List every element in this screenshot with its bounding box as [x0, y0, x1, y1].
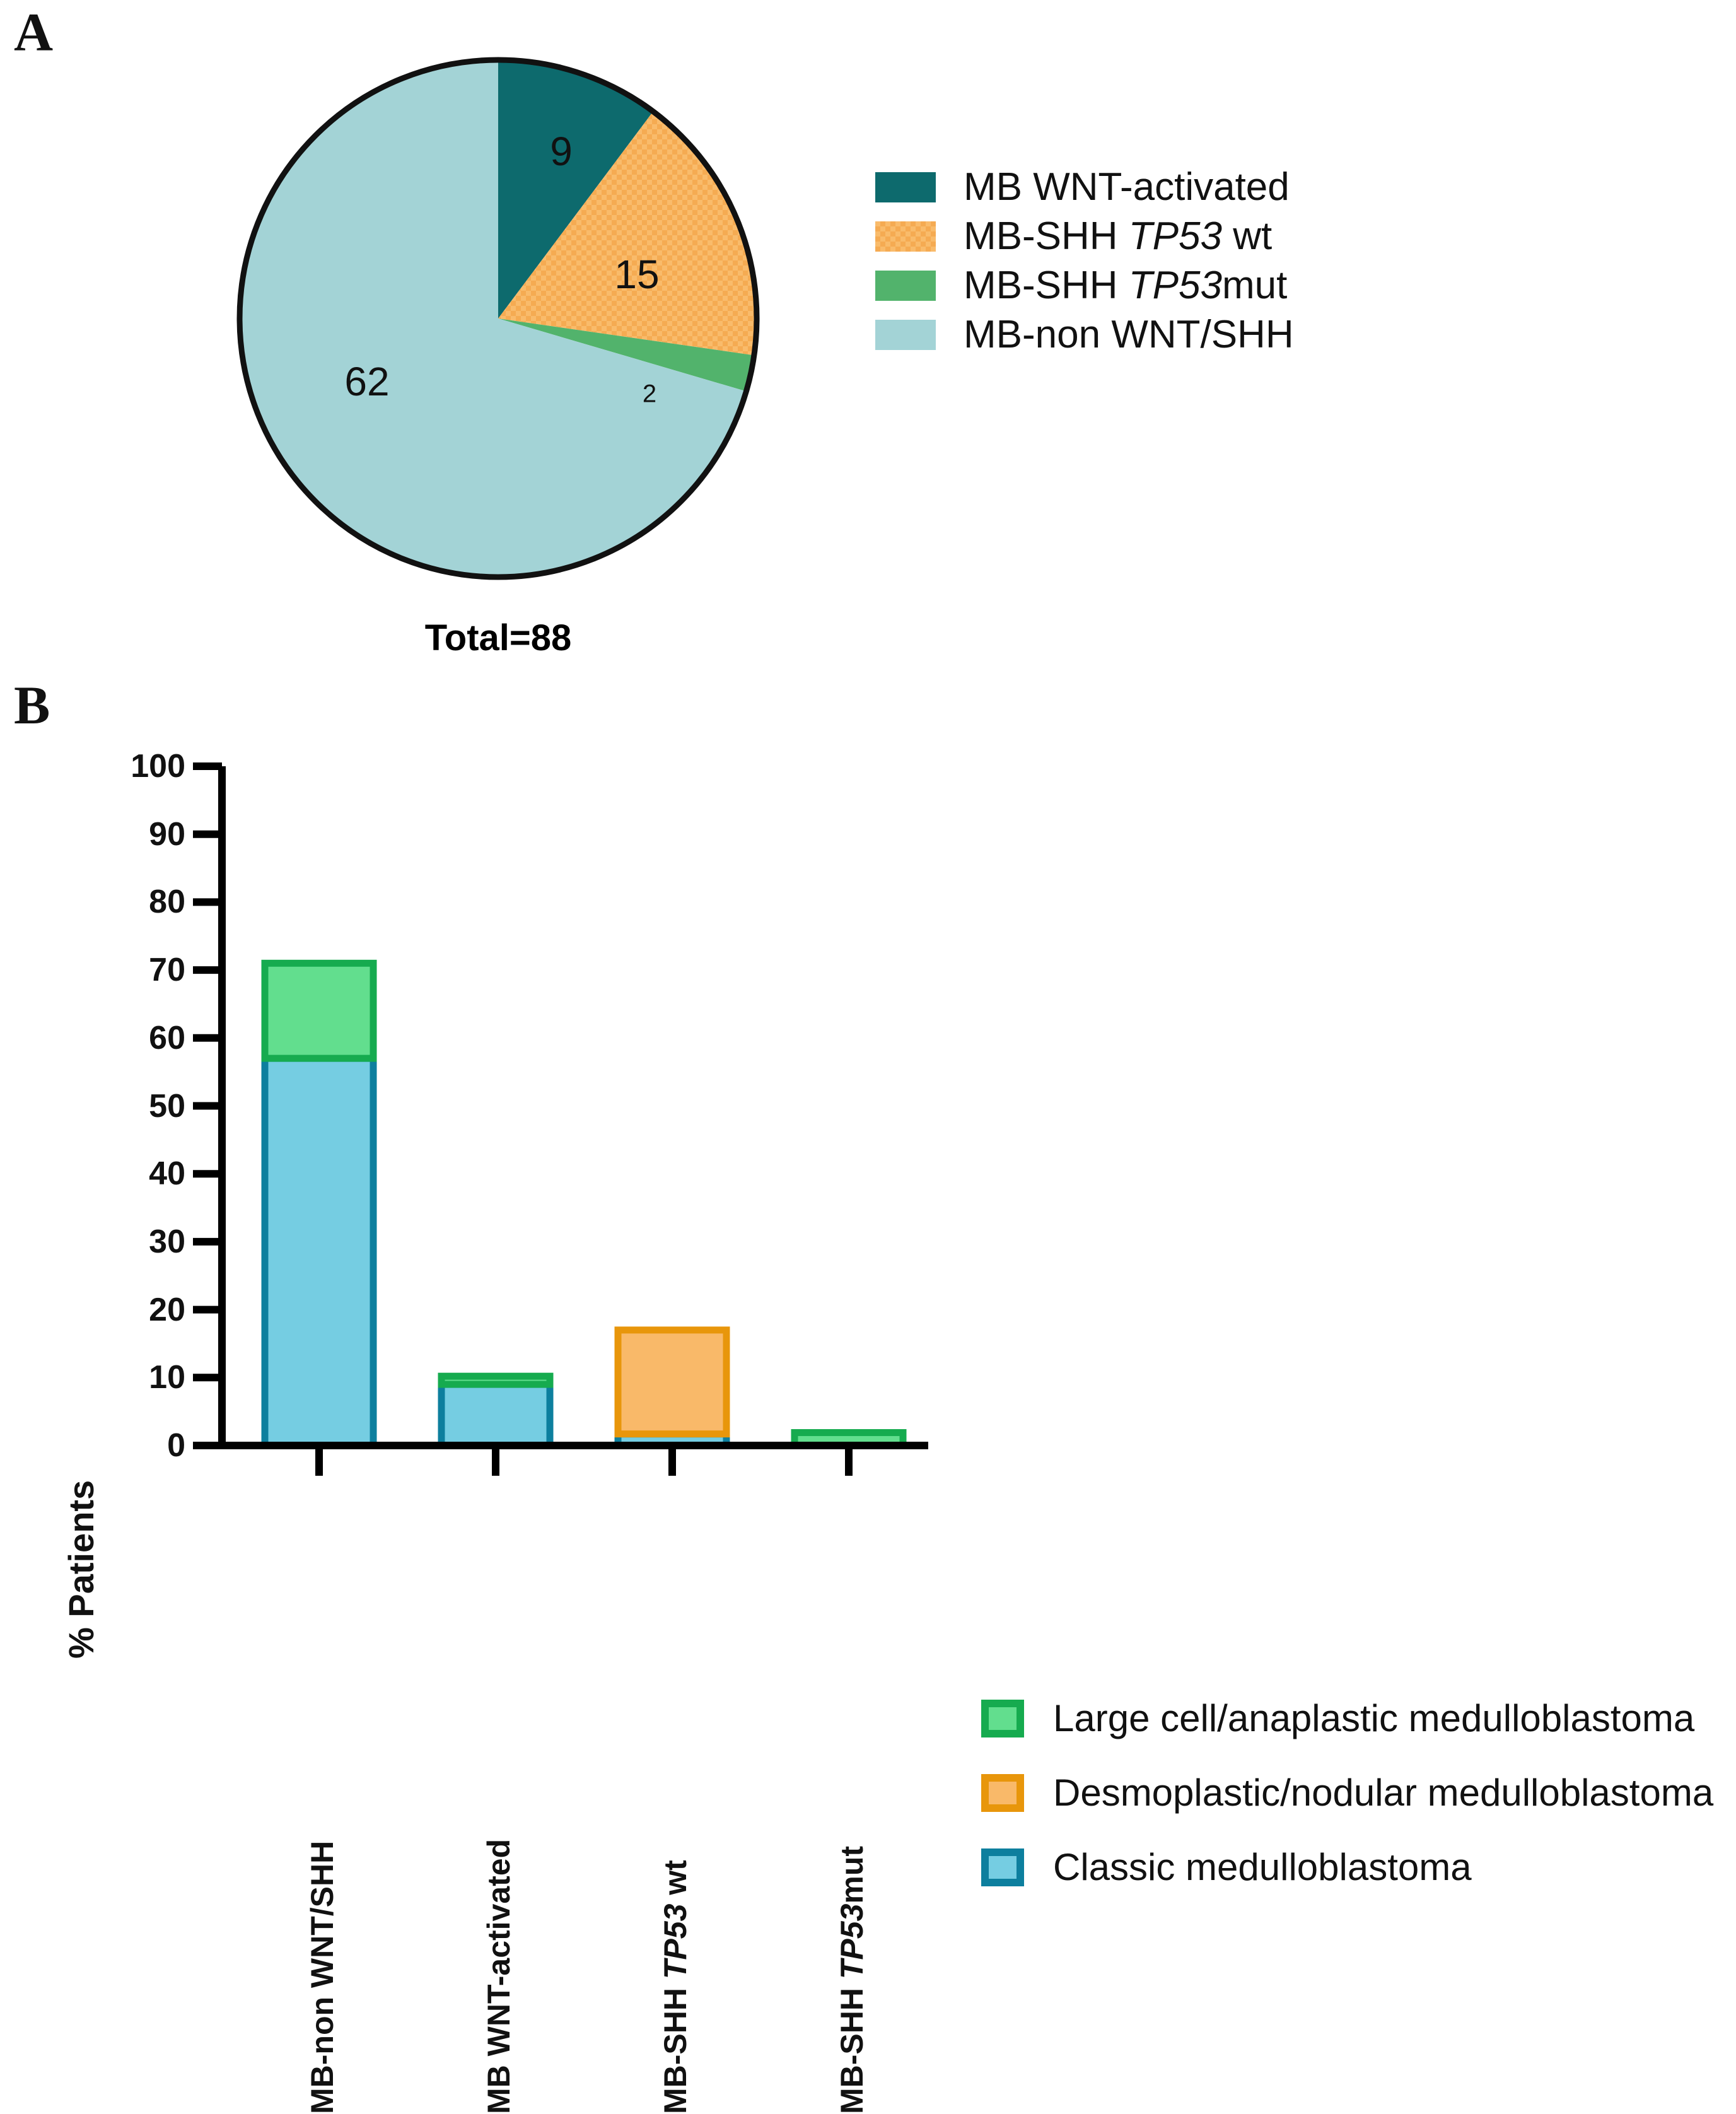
- y-axis-tick-label: 10: [149, 1359, 185, 1396]
- legend-label-classic: Classic medulloblastoma: [1053, 1846, 1472, 1888]
- y-axis-tick-label: 80: [149, 884, 185, 921]
- y-axis-tick-label: 20: [149, 1291, 185, 1328]
- pie-legend: MB WNT-activated MB-SHH TP53 wt MB-SHH T…: [875, 163, 1294, 359]
- legend-label-shh-tp53-mut: MB-SHH TP53mut: [964, 264, 1288, 307]
- y-axis-tick-label: 70: [149, 952, 185, 989]
- bar-chart: [0, 669, 984, 1782]
- legend-item-shh-tp53-mut[interactable]: MB-SHH TP53mut: [875, 261, 1294, 310]
- y-axis-tick-label: 30: [149, 1223, 185, 1260]
- x-axis-tick-label: MB-SHH TP53 wt: [658, 1860, 693, 2114]
- bar-segment[interactable]: [614, 1326, 730, 1438]
- bar-chart-svg: [193, 762, 928, 1476]
- pie-slice-label-non-wnt-shh: 62: [344, 359, 390, 404]
- panel-b: B 0 10 20 30 40 50 60 70 80 90 100 MB-non WNT/SHH M…: [0, 669, 1736, 2114]
- pie-slice-wnt-activated[interactable]: [498, 60, 653, 318]
- y-axis-tick-label: 50: [149, 1087, 185, 1124]
- y-axis-tick-label: 40: [149, 1155, 185, 1193]
- pie-slice-label-shh-wt: 15: [614, 252, 660, 297]
- legend-label-shh-tp53-wt: MB-SHH TP53 wt: [964, 214, 1273, 258]
- pie-slice-non-wnt-shh[interactable]: [240, 60, 747, 577]
- legend-item-shh-tp53-wt[interactable]: MB-SHH TP53 wt: [875, 212, 1294, 261]
- bar-segment[interactable]: [261, 959, 377, 1062]
- y-axis-tick-label: 60: [149, 1019, 185, 1056]
- legend-swatch-shh-tp53-wt: [875, 221, 936, 252]
- legend-swatch-classic: [981, 1848, 1024, 1886]
- pie-slice-shh-tp53-mut[interactable]: [498, 318, 754, 392]
- pie-slice-shh-tp53-wt[interactable]: [498, 111, 757, 356]
- pie-total-label: Total=88: [424, 617, 572, 658]
- y-axis-title: % Patients: [61, 1480, 101, 1659]
- legend-label-large-cell-anaplastic: Large cell/anaplastic medulloblastoma: [1053, 1697, 1695, 1739]
- legend-swatch-wnt-activated: [875, 172, 936, 202]
- x-axis-tick-label: MB-non WNT/SHH: [305, 1840, 340, 2114]
- y-axis-tick-label: 90: [149, 815, 185, 853]
- y-axis-tick-label: 100: [131, 748, 185, 785]
- legend-item-classic[interactable]: Classic medulloblastoma: [981, 1830, 1713, 1905]
- bar-segment[interactable]: [261, 1054, 377, 1449]
- pie-slice-label-shh-mut: 2: [642, 380, 657, 408]
- panel-a-label: A: [14, 2, 54, 62]
- bar-segment[interactable]: [438, 1372, 554, 1388]
- legend-swatch-shh-tp53-mut: [875, 271, 936, 301]
- bar-legend: Large cell/anaplastic medulloblastoma De…: [981, 1681, 1713, 1905]
- legend-swatch-large-cell-anaplastic: [981, 1700, 1024, 1737]
- legend-swatch-desmoplastic-nodular: [981, 1774, 1024, 1812]
- legend-item-desmoplastic-nodular[interactable]: Desmoplastic/nodular medulloblastoma: [981, 1756, 1713, 1830]
- x-axis-tick-label: MB-SHH TP53mut: [834, 1845, 870, 2114]
- panel-b-label: B: [14, 675, 50, 735]
- pie-slice-label-wnt: 9: [550, 129, 573, 174]
- x-axis-tick-label: MB WNT-activated: [481, 1838, 516, 2114]
- legend-label-non-wnt-shh: MB-non WNT/SHH: [964, 313, 1294, 356]
- legend-label-desmoplastic-nodular: Desmoplastic/nodular medulloblastoma: [1053, 1772, 1714, 1814]
- y-axis-tick-label: 0: [167, 1427, 185, 1464]
- legend-swatch-non-wnt-shh: [875, 320, 936, 350]
- legend-item-large-cell-anaplastic[interactable]: Large cell/anaplastic medulloblastoma: [981, 1681, 1713, 1756]
- legend-item-non-wnt-shh[interactable]: MB-non WNT/SHH: [875, 310, 1294, 359]
- panel-a: A 9 15 2 62 Total=88 MB WNT-activated M: [0, 0, 1736, 669]
- legend-item-wnt-activated[interactable]: MB WNT-activated: [875, 163, 1294, 212]
- legend-label-wnt-activated: MB WNT-activated: [964, 165, 1290, 209]
- pie-chart: 9 15 2 62: [208, 28, 788, 609]
- pie-chart-svg: [236, 57, 760, 580]
- bar-segment[interactable]: [438, 1381, 554, 1449]
